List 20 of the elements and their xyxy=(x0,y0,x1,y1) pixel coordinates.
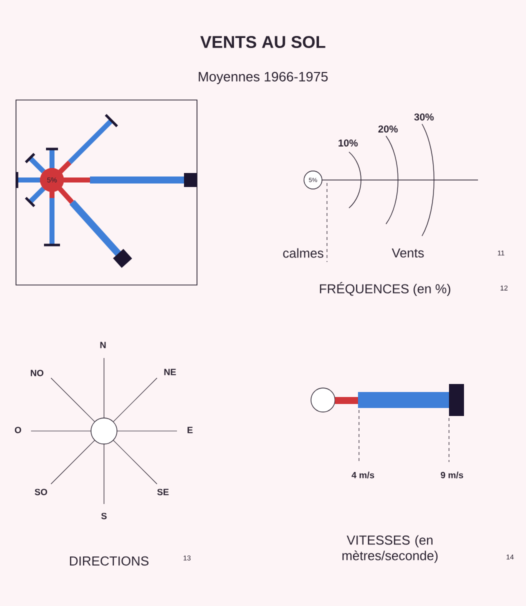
section-label: FRÉQUENCES (en %) xyxy=(320,282,450,296)
direction-label: NE xyxy=(164,368,176,376)
section-label: DIRECTIONS xyxy=(70,556,148,566)
direction-label: S xyxy=(101,512,107,520)
direction-label: SO xyxy=(34,488,48,496)
direction-label: SE xyxy=(157,488,169,496)
title: VENTS AU SOL xyxy=(200,36,326,48)
scale-label: Vents xyxy=(392,248,424,258)
direction-label: NO xyxy=(30,370,44,376)
scale-label: calmes xyxy=(283,248,324,258)
arc-label: 30% xyxy=(414,113,434,121)
direction-label: E xyxy=(188,426,193,434)
direction-label: N xyxy=(100,342,106,348)
arc-label: 20% xyxy=(378,125,398,133)
subtitle: Moyennes 1966-1975 xyxy=(198,72,328,84)
speed-label: 4 m/s xyxy=(352,472,374,478)
arc-label: 10% xyxy=(338,139,358,147)
speed-label: 9 m/s xyxy=(440,472,464,478)
direction-label: O xyxy=(14,426,22,434)
section-label: VITESSES (en mètres/seconde) xyxy=(342,535,438,563)
